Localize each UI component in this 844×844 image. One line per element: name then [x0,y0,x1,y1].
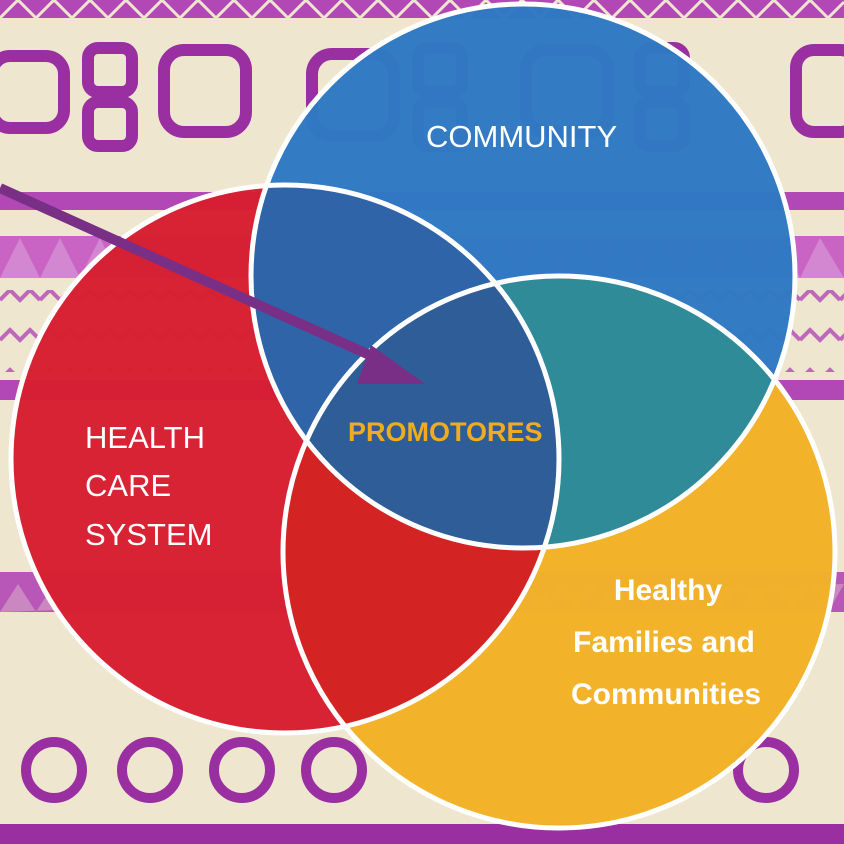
health-care-system-label-line-2: CARE [85,468,171,503]
promotores-label: PROMOTORES [348,417,543,447]
community-outline [248,1,798,551]
center-overlap [283,276,559,548]
health-care-system-label-line-3: SYSTEM [85,517,212,552]
venn-diagram [8,1,838,831]
circle-outlines [8,1,838,831]
top-zigzag [0,0,844,21]
health-care-system-label-line-1: HEALTH [85,420,205,455]
health-care-system-outline [8,182,562,736]
arrow-shaft [0,183,388,367]
arrow-head [357,345,425,384]
healthy-families-label-line-2: Families and [573,626,755,659]
pointer-arrow-icon [0,183,425,384]
healthy-families-label-line-3: Communities [571,678,761,711]
community-label: COMMUNITY [426,119,617,154]
healthy-families-label-line-1: Healthy [614,574,723,607]
flower-glyph-row [21,737,799,803]
bottom-border-band [0,824,844,844]
center-overlap-group [283,276,559,548]
healthy-families-outline [280,273,838,831]
